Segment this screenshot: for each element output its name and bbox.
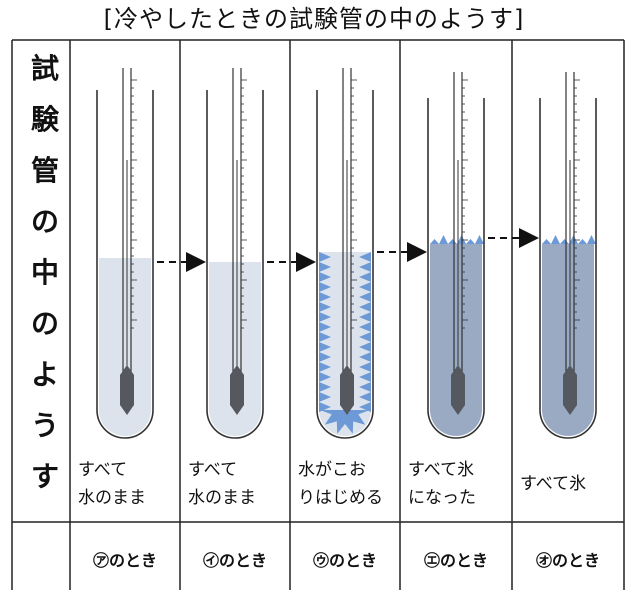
side-label-char: 管 bbox=[30, 154, 59, 187]
thermometer-bulb bbox=[451, 365, 465, 415]
state-caption-5: すべて氷 bbox=[520, 470, 586, 498]
water-fill bbox=[319, 252, 371, 436]
thermometer-bulb bbox=[230, 365, 244, 415]
tube-outline bbox=[427, 98, 485, 439]
diagram-title: [冷やしたときの試験管の中のようす] bbox=[103, 5, 525, 33]
ice-fill bbox=[542, 244, 594, 436]
tube-outline bbox=[316, 90, 374, 439]
timepoint-label-2: ㋑のとき bbox=[202, 551, 267, 570]
thermometer-bulb bbox=[340, 365, 354, 415]
side-label-char: 試 bbox=[30, 52, 59, 85]
transition-arrows bbox=[157, 228, 539, 272]
caption-line: すべて bbox=[78, 460, 128, 480]
ice-crystals-bottom bbox=[320, 410, 370, 434]
water-fill bbox=[99, 258, 151, 436]
caption-line: 水のまま bbox=[78, 488, 146, 508]
state-caption-1: すべて水のまま bbox=[78, 456, 146, 512]
timepoint-label-1: ㋐のとき bbox=[92, 551, 157, 570]
test-tube-5 bbox=[539, 72, 597, 439]
side-label-char: 験 bbox=[30, 103, 59, 136]
test-tube-1 bbox=[96, 68, 154, 439]
timepoint-label-5: ㋔のとき bbox=[535, 551, 600, 570]
thermometer-bulb bbox=[563, 365, 577, 415]
water-fill bbox=[209, 262, 261, 436]
side-label-char: の bbox=[30, 205, 59, 238]
state-caption-3: 水がこおりはじめる bbox=[298, 456, 383, 512]
caption-line: すべて bbox=[188, 460, 238, 480]
tube-outline bbox=[539, 98, 597, 439]
ice-crystals-right bbox=[359, 252, 371, 412]
state-caption-2: すべて水のまま bbox=[188, 456, 256, 512]
caption-line: すべて氷 bbox=[520, 474, 587, 494]
caption-line: すべて氷 bbox=[408, 460, 475, 480]
caption-line: りはじめる bbox=[298, 488, 383, 508]
side-label-char: の bbox=[30, 307, 59, 340]
test-tube-3 bbox=[316, 68, 374, 439]
test-tube-4 bbox=[427, 72, 485, 439]
side-label-char: う bbox=[30, 409, 59, 442]
state-caption-4: すべて氷になった bbox=[408, 456, 476, 512]
table-grid bbox=[11, 39, 625, 590]
caption-line: 水がこお bbox=[298, 460, 366, 480]
test-tube-2 bbox=[206, 68, 264, 439]
timepoint-label-4: ㋓のとき bbox=[423, 551, 488, 570]
caption-line: 水のまま bbox=[188, 488, 256, 508]
caption-line: になった bbox=[408, 488, 476, 508]
side-label-char: す bbox=[30, 460, 59, 493]
thermometer-bulb bbox=[120, 365, 134, 415]
timepoint-label-3: ㋒のとき bbox=[312, 551, 377, 570]
ice-crystals-left bbox=[319, 252, 331, 412]
side-label-char: よ bbox=[30, 358, 59, 391]
ice-fill bbox=[430, 244, 482, 436]
ice-crystals bbox=[542, 235, 596, 244]
side-label-char: 中 bbox=[30, 256, 59, 289]
ice-crystals bbox=[430, 235, 484, 244]
tube-outline bbox=[206, 90, 264, 439]
tube-outline bbox=[96, 90, 154, 439]
